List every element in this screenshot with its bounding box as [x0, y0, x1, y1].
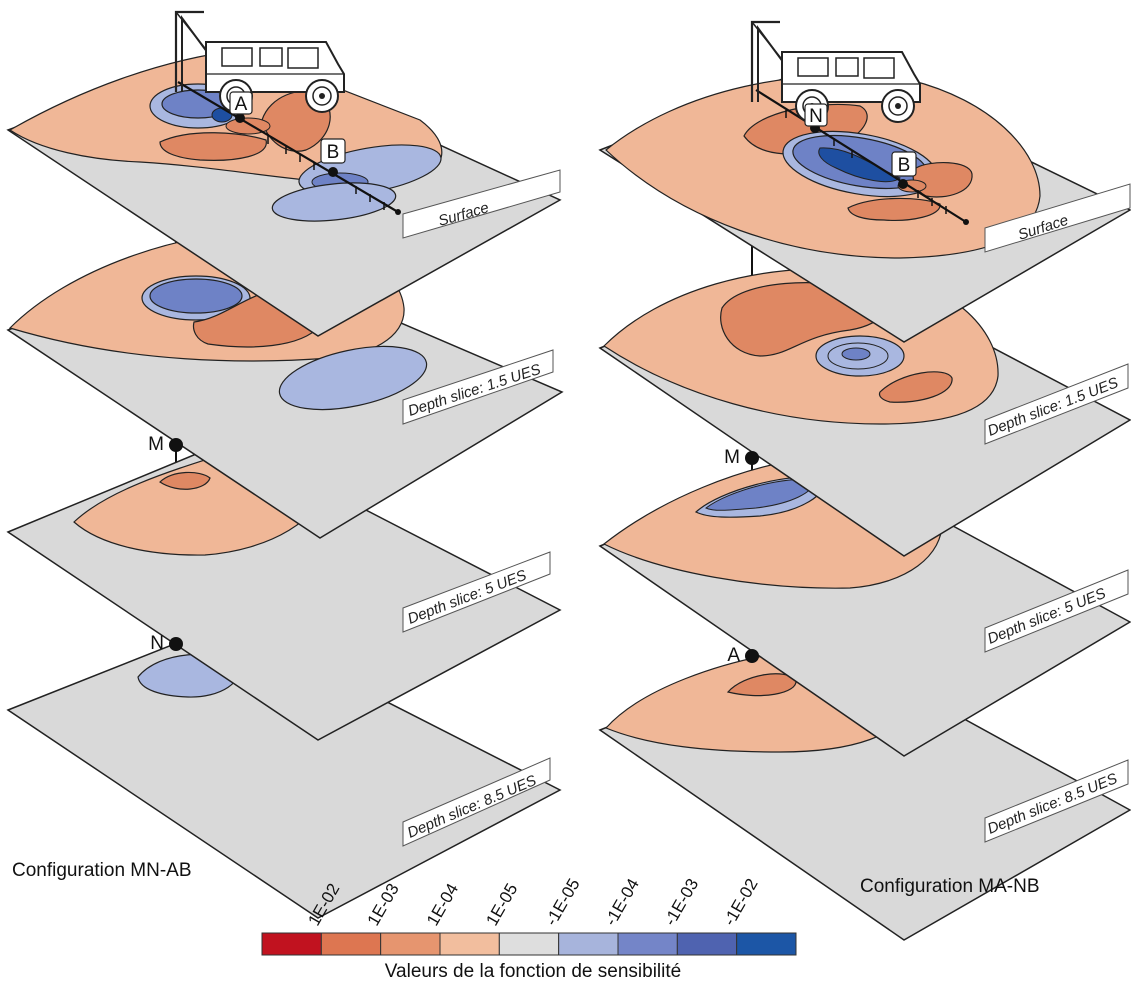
column-ma-nb: Depth slice: 8.5 UES Depth slice: 5 UES: [598, 20, 1131, 941]
electrode-a: A: [229, 91, 253, 123]
legend-swatch: [676, 932, 738, 956]
svg-text:B: B: [898, 155, 911, 176]
legend-tick-label: -1E-02: [720, 875, 762, 929]
legend-title: Valeurs de la fonction de sensibilité: [385, 961, 681, 982]
electrode-m: M: [724, 447, 759, 468]
electrode-b: B: [320, 138, 346, 177]
svg-text:A: A: [235, 94, 248, 115]
legend-swatch: [498, 932, 560, 956]
electrode-b: B: [891, 151, 917, 189]
svg-text:N: N: [809, 106, 823, 127]
svg-text:M: M: [724, 447, 740, 468]
svg-text:N: N: [150, 633, 164, 654]
legend-tick-label: 1E-04: [423, 880, 462, 929]
legend-tick-label: -1E-04: [601, 875, 643, 929]
slice-surface: Surface: [598, 61, 1131, 343]
legend-swatch: [617, 932, 678, 956]
legend-swatch: [320, 932, 382, 956]
svg-text:A: A: [727, 645, 740, 666]
column-mn-ab: Depth slice: 8.5 UES Depth slice: 5 UES …: [6, 10, 564, 919]
svg-text:M: M: [148, 434, 164, 455]
svg-text:B: B: [327, 142, 340, 163]
electrode-n: N: [804, 103, 828, 133]
electrode-m: M: [148, 434, 183, 455]
legend-tick-label: 1E-05: [482, 880, 521, 929]
electrode-a: A: [727, 645, 759, 666]
electrode-n: N: [150, 633, 183, 654]
caption-ma-nb: Configuration MA-NB: [860, 876, 1040, 897]
caption-mn-ab: Configuration MN-AB: [12, 860, 192, 881]
legend-swatch: [380, 932, 441, 956]
legend-swatch: [261, 932, 322, 956]
legend-swatch: [558, 932, 619, 956]
legend-tick-label: -1E-03: [660, 875, 702, 929]
legend-tick-label: -1E-05: [542, 875, 584, 929]
legend-swatch: [736, 932, 797, 956]
legend-swatch: [439, 932, 500, 956]
